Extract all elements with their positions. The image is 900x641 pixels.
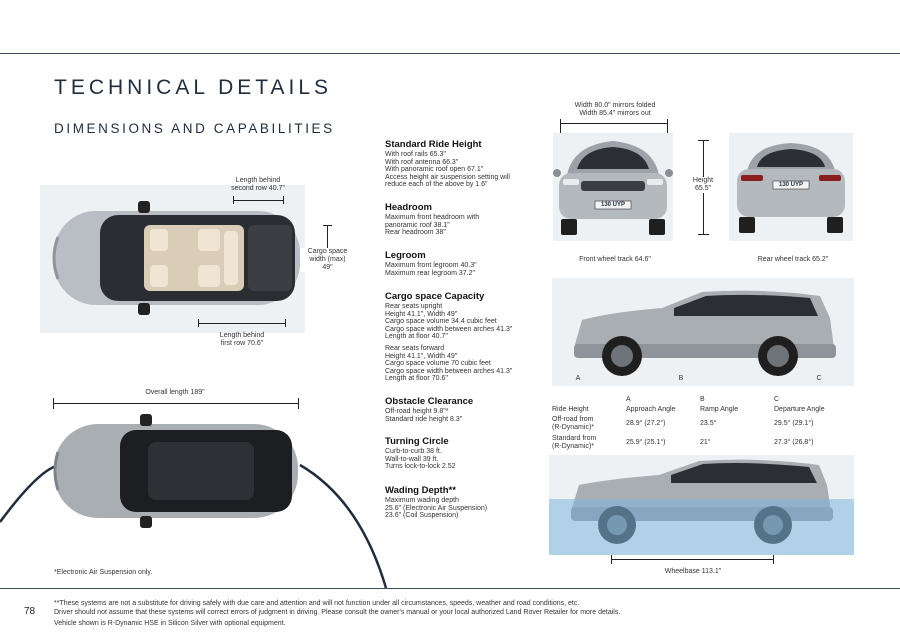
col-header-departure: Departure Angle — [774, 406, 825, 413]
standard-departure: 27.3° (26.8°) — [774, 439, 814, 446]
overall-length-label: Overall length 189" — [145, 389, 205, 396]
point-b-label: B — [678, 375, 684, 382]
row-label-off-road: Off-road from (R-Dynamic)* — [552, 416, 594, 431]
spec-heading: Standard Ride Height — [385, 139, 482, 150]
front-plate-text: 130 UYP — [600, 202, 625, 208]
length-second-row-label: Length behind second row 40.7" — [231, 177, 285, 192]
height-label: Height 65.5" — [685, 177, 721, 193]
spec-ride-height: Standard Ride Height With roof rails 65.… — [385, 139, 545, 189]
footnote-disclaimer: **These systems are not a substitute for… — [54, 600, 621, 627]
spec-wading-depth: Wading Depth** Maximum wading depth 25.6… — [385, 485, 545, 520]
side-view-photo — [552, 278, 854, 386]
page-subtitle: DIMENSIONS AND CAPABILITIES — [54, 121, 335, 136]
col-header-ride-height: Ride Height — [552, 406, 589, 413]
point-c-label: C — [816, 375, 822, 382]
standard-ramp: 21° — [700, 439, 711, 446]
col-letter-a: A — [626, 396, 631, 403]
standard-approach: 25.9° (25.1°) — [626, 439, 666, 446]
top-rule — [0, 53, 900, 54]
spec-cargo-capacity: Cargo space Capacity Rear seats upright … — [385, 291, 545, 383]
spec-heading: Legroom — [385, 250, 426, 261]
col-header-approach: Approach Angle — [626, 406, 676, 413]
col-header-ramp: Ramp Angle — [700, 406, 739, 413]
wheelbase-label: Wheelbase 113.1" — [664, 568, 722, 575]
spec-heading: Headroom — [385, 202, 432, 213]
spec-legroom: Legroom Maximum front legroom 40.3" Maxi… — [385, 250, 545, 277]
front-track-label: Front wheel track 64.6" — [579, 256, 651, 263]
rear-plate-text: 130 UYP — [778, 182, 803, 188]
page-title: TECHNICAL DETAILS — [54, 76, 333, 99]
overall-length-dimension — [53, 403, 299, 404]
rear-track-label: Rear wheel track 65.2" — [757, 256, 829, 263]
off-road-ramp: 23.5° — [700, 420, 717, 427]
spec-heading: Wading Depth** — [385, 485, 456, 496]
spec-obstacle-clearance: Obstacle Clearance Off-road height 9.8"*… — [385, 396, 545, 423]
point-a-label: A — [575, 375, 581, 382]
width-mirrors-label: Width 80.0" mirrors folded Width 85.4" m… — [574, 102, 656, 117]
spec-heading: Cargo space Capacity — [385, 291, 485, 302]
wading-side-view-photo — [549, 455, 854, 555]
wheelbase-dimension — [611, 559, 774, 560]
spec-heading: Obstacle Clearance — [385, 396, 474, 407]
width-dimension — [560, 123, 668, 124]
front-view-photo: 130 UYP — [553, 133, 673, 241]
spec-heading: Turning Circle — [385, 436, 449, 447]
top-view-interior-photo — [40, 185, 305, 333]
rear-view-photo: 130 UYP — [729, 133, 853, 241]
page-number: 78 — [24, 606, 36, 617]
footnote-electronic: *Electronic Air Suspension only. — [54, 569, 153, 576]
cargo-width-label: Cargo space width (max) 49" — [300, 248, 355, 272]
off-road-departure: 29.5° (29.1°) — [774, 420, 814, 427]
col-letter-b: B — [700, 396, 705, 403]
length-second-row-dimension — [233, 200, 284, 201]
length-first-row-dimension — [198, 323, 285, 324]
col-letter-c: C — [774, 396, 780, 403]
spec-headroom: Headroom Maximum front headroom with pan… — [385, 202, 545, 237]
spec-turning-circle: Turning Circle Curb-to-curb 38 ft. Wall-… — [385, 436, 545, 471]
row-label-standard: Standard from (R-Dynamic)* — [552, 435, 597, 450]
cargo-width-dimension — [327, 225, 328, 266]
top-view-exterior-photo — [50, 412, 302, 530]
length-first-row-label: Length behind first row 70.6" — [219, 332, 265, 347]
bottom-rule — [0, 588, 900, 589]
off-road-approach: 28.9° (27.2°) — [626, 420, 666, 427]
